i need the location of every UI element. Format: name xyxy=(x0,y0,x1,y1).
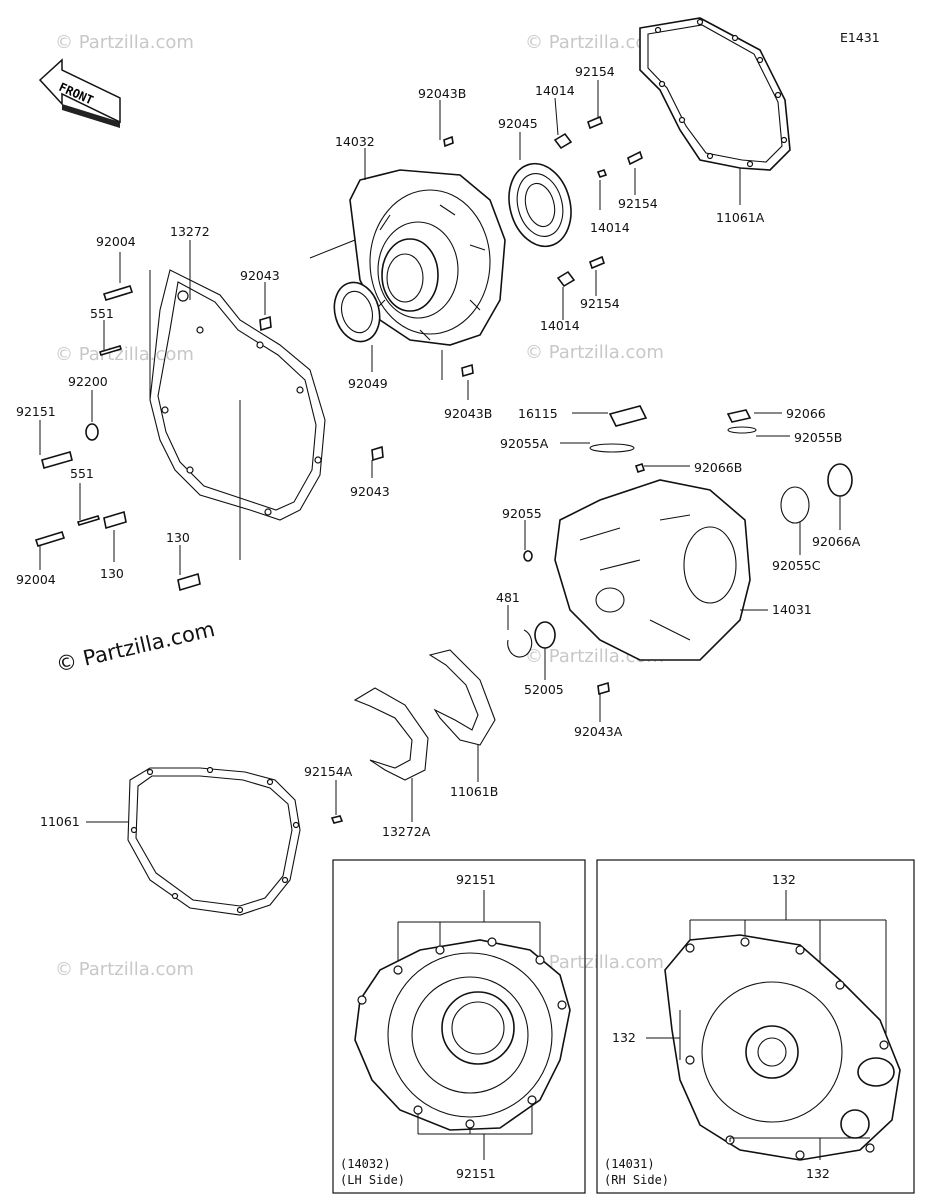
gasket-13272 xyxy=(149,269,326,521)
part-label: 92043 xyxy=(350,484,390,499)
watermark: © Partzilla.com xyxy=(55,959,194,980)
part-label: 92043B xyxy=(444,406,492,421)
part-label: 92055A xyxy=(500,436,549,451)
fasteners-right xyxy=(507,405,853,696)
part-label: 92066B xyxy=(694,460,742,475)
inset-top-label: 92151 xyxy=(456,872,496,887)
part-label: 92154 xyxy=(580,296,620,311)
fasteners-top xyxy=(259,115,643,378)
part-label: 14014 xyxy=(535,83,575,98)
part-label: 92049 xyxy=(348,376,388,391)
part-label: 92043A xyxy=(574,724,623,739)
part-label: 481 xyxy=(496,590,520,605)
gasket-11061A xyxy=(639,17,791,171)
part-label: 92154 xyxy=(618,196,658,211)
gasket-11061 xyxy=(127,766,301,916)
part-label: 92045 xyxy=(498,116,538,131)
part-label: 92066A xyxy=(812,534,861,549)
part-label: 16115 xyxy=(518,406,558,421)
inset-bottom-label: 92151 xyxy=(456,1166,496,1181)
part-label: 14014 xyxy=(590,220,630,235)
inset-bottom-label: 132 xyxy=(806,1166,830,1181)
inset-caption-line1: (14031) xyxy=(604,1157,655,1171)
watermark: © Partzilla.com xyxy=(55,344,194,365)
part-label: 92055 xyxy=(502,506,542,521)
part-label: 92066 xyxy=(786,406,826,421)
part-label: 92055B xyxy=(794,430,842,445)
leader-lines xyxy=(39,80,841,823)
part-label: 92154A xyxy=(304,764,353,779)
part-label: 14014 xyxy=(540,318,580,333)
part-label: 92043B xyxy=(418,86,466,101)
part-label: 52005 xyxy=(524,682,564,697)
cover-14031 xyxy=(554,479,751,661)
part-label: 92004 xyxy=(16,572,56,587)
inset-lh-side: 92151 92151 (14032) (LH Side) xyxy=(332,859,586,1194)
front-arrow-icon: FRONT xyxy=(38,58,121,128)
part-labels: 92043B 14014 92154 14032 92045 92154 140… xyxy=(16,64,861,839)
inset-caption-line2: (LH Side) xyxy=(340,1173,405,1187)
inset-caption-line2: (RH Side) xyxy=(604,1173,669,1187)
watermark-group: © Partzilla.com © Partzilla.com © Partzi… xyxy=(55,32,664,980)
part-label: 11061A xyxy=(716,210,765,225)
oil-seal-92049 xyxy=(333,281,381,343)
part-label: 92043 xyxy=(240,268,280,283)
inset-side-label: 132 xyxy=(612,1030,636,1045)
watermark: © Partzilla.com xyxy=(525,952,664,973)
watermark: © Partzilla.com xyxy=(525,32,664,53)
part-label: 13272A xyxy=(382,824,431,839)
part-label: 551 xyxy=(70,466,94,481)
part-label: 14031 xyxy=(772,602,812,617)
part-label: 14032 xyxy=(335,134,375,149)
part-label: 92004 xyxy=(96,234,136,249)
part-label: 92151 xyxy=(16,404,56,419)
gasket-11061B xyxy=(428,649,496,746)
copyright-text: © Partzilla.com xyxy=(54,617,217,677)
inset-caption-line1: (14032) xyxy=(340,1157,391,1171)
part-label: 11061 xyxy=(40,814,80,829)
bearing-92045 xyxy=(508,162,572,248)
part-label: 130 xyxy=(166,530,190,545)
watermark: © Partzilla.com xyxy=(525,342,664,363)
fasteners-left xyxy=(34,285,384,592)
part-label: 92200 xyxy=(68,374,108,389)
diagram-code: E1431 xyxy=(840,30,880,45)
part-label: 92154 xyxy=(575,64,615,79)
part-label: 11061B xyxy=(450,784,498,799)
part-label: 13272 xyxy=(170,224,210,239)
inset-rh-side: 132 132 132 (14031) (RH Side) xyxy=(596,859,915,1194)
part-label: 551 xyxy=(90,306,114,321)
part-label: 92055C xyxy=(772,558,821,573)
gasket-13272A xyxy=(330,687,429,824)
inset-top-label: 132 xyxy=(772,872,796,887)
watermark: © Partzilla.com xyxy=(55,32,194,53)
part-label: 130 xyxy=(100,566,124,581)
